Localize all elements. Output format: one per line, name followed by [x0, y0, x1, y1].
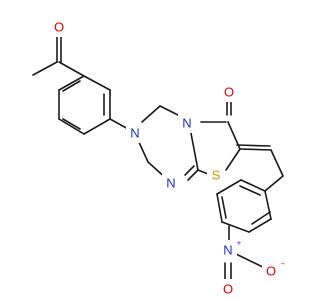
nitro-nitrogen-label: N	[223, 243, 232, 258]
bond	[62, 80, 81, 92]
bond	[251, 211, 271, 225]
bond	[236, 144, 271, 147]
bond	[159, 105, 179, 116]
bond	[216, 179, 242, 195]
bond	[32, 61, 58, 76]
bond	[264, 190, 272, 220]
fused-nitrogen-label: N	[182, 116, 191, 131]
bond	[225, 148, 241, 171]
ring-carbonyl-oxygen-label: O	[224, 85, 234, 100]
nitrophenyl-ring	[216, 175, 284, 246]
bond	[189, 127, 199, 171]
bond	[221, 196, 227, 219]
bond	[58, 118, 85, 135]
bond	[221, 221, 250, 233]
thiazolone-ring	[197, 99, 241, 175]
bond	[270, 149, 284, 177]
bond	[58, 61, 85, 77]
bond	[264, 175, 284, 192]
methylidene-linker	[236, 144, 284, 177]
acetyl-group	[32, 33, 85, 77]
nitro-nitrogen-charge: +	[237, 239, 242, 248]
ketone-oxygen-label: O	[54, 20, 64, 35]
acetylphenyl-ring	[58, 75, 131, 135]
bond	[58, 75, 85, 91]
bond	[83, 118, 111, 135]
bond	[239, 185, 261, 196]
nitro-double-oxygen-label: O	[223, 282, 233, 297]
bond	[240, 179, 266, 192]
nitro-single-oxygen-label: O	[266, 264, 276, 279]
bond	[216, 193, 223, 223]
imine-nitrogen-label: N	[166, 176, 175, 191]
bond	[248, 218, 272, 233]
sulfur-label: S	[212, 168, 221, 183]
triazine-ring	[137, 105, 199, 181]
bond	[239, 148, 272, 151]
bond	[137, 139, 149, 163]
structure-canvas: O N N N S O N + O − O	[32, 17, 286, 299]
molecule-structure: O N N N S O N + O − O	[32, 17, 286, 299]
atom-labels: O N N N S O N + O − O	[49, 17, 286, 299]
bond	[187, 169, 199, 181]
bond	[184, 165, 195, 176]
bond	[141, 105, 161, 123]
bond	[197, 169, 209, 175]
aryl-nitrogen-label: N	[130, 126, 139, 141]
bond	[83, 75, 111, 91]
nitro-oxygen-charge: −	[281, 260, 286, 269]
bond	[62, 118, 81, 130]
